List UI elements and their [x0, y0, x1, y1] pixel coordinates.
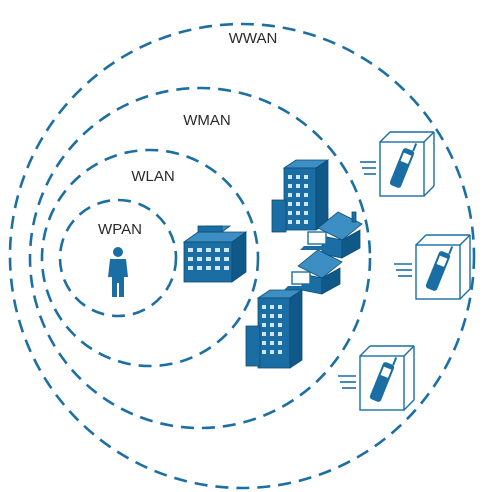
cellphone-icon	[338, 345, 415, 411]
office-building-icon	[245, 289, 304, 369]
office-building-icon	[271, 159, 330, 233]
cellphone-icon	[360, 131, 435, 197]
wman-label: WMAN	[183, 112, 231, 129]
office-building-icon	[182, 225, 248, 283]
wwan-label: WWAN	[229, 30, 278, 47]
cellphone-icon	[394, 234, 471, 300]
wpan-ring	[58, 198, 178, 318]
wpan-label: WPAN	[98, 221, 142, 238]
laptop-icon	[284, 271, 318, 290]
laptop-icon	[300, 231, 334, 250]
wman-ring	[28, 86, 372, 430]
wlan-ring	[40, 148, 260, 368]
house-icon	[317, 211, 363, 259]
wwan-ring	[8, 22, 476, 490]
person-icon	[108, 247, 128, 297]
wlan-label: WLAN	[131, 168, 174, 185]
